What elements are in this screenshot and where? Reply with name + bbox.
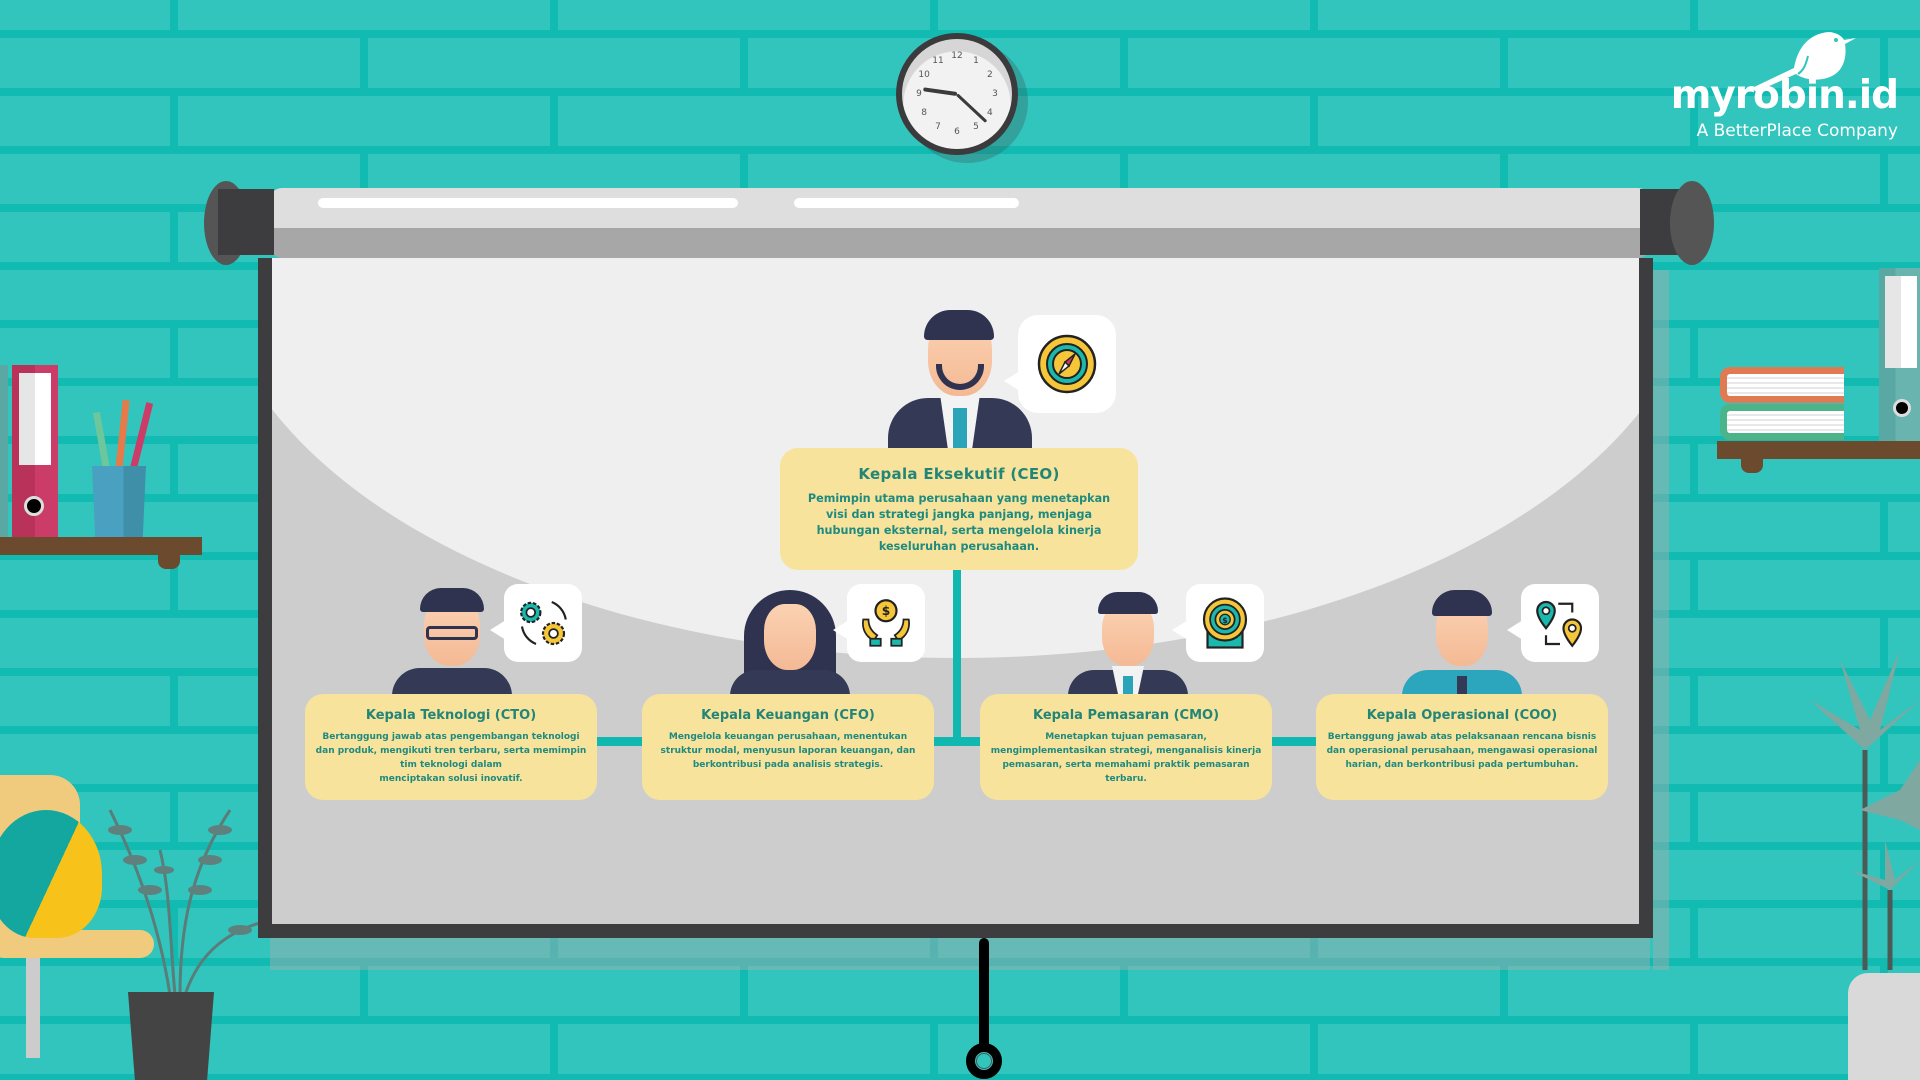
ceo-icon-bubble [1004, 315, 1116, 413]
roller-endcap-left [204, 181, 274, 265]
dracaena-plant-right [1810, 650, 1920, 970]
clock-number: 8 [921, 108, 927, 118]
connector-ceo-trunk [953, 570, 961, 742]
pencil-cup [92, 466, 146, 538]
bird-mascot [0, 810, 102, 938]
coo-description: Bertanggung jawab atas pelaksanaan renca… [1326, 732, 1598, 770]
clock-number: 7 [935, 121, 941, 132]
screen-shadow-side [1653, 270, 1669, 970]
right-shelf-peg [1741, 459, 1763, 473]
cmo-card: Kepala Pemasaran (CMO) Menetapkan tujuan… [980, 694, 1272, 800]
screen-shadow-bottom [270, 938, 1650, 970]
cto-icon-bubble [490, 584, 582, 662]
connector-horizontal-right [1270, 737, 1316, 746]
coo-avatar [1402, 590, 1522, 696]
grey-binder [1879, 268, 1920, 441]
hands-coin-icon: $ [862, 599, 910, 647]
cfo-icon-bubble: $ [833, 584, 925, 662]
roller-highlight [318, 198, 738, 208]
clock-minute-hand [955, 93, 988, 123]
brand-name: myrobin.id [1670, 73, 1899, 118]
screen-pull-cord[interactable] [979, 938, 989, 1056]
roller-body [270, 188, 1650, 258]
compass-icon [1037, 334, 1097, 394]
cmo-icon-bubble: $ [1172, 584, 1264, 662]
ceo-avatar [888, 308, 1032, 450]
cfo-description: Mengelola keuangan perusahaan, menentuka… [660, 732, 916, 770]
cto-avatar [392, 588, 512, 696]
svg-text:$: $ [882, 604, 891, 618]
roller-highlight [794, 198, 1019, 208]
cto-description: Bertanggung jawab atas pengembangan tekn… [315, 732, 587, 784]
book-orange [1720, 367, 1844, 403]
glasses [426, 626, 478, 640]
cto-card: Kepala Teknologi (CTO) Bertanggung jawab… [305, 694, 597, 800]
clock-hour-hand [923, 87, 958, 96]
left-shelf-peg [158, 555, 180, 569]
cfo-card: Kepala Keuangan (CFO) Mengelola keuangan… [642, 694, 934, 800]
chair-base [26, 958, 40, 1058]
fern-plant-left [108, 809, 271, 996]
cmo-description: Menetapkan tujuan pemasaran, mengimpleme… [990, 732, 1262, 784]
cfo-title: Kepala Keuangan (CFO) [701, 708, 875, 723]
clock-number: 1 [973, 56, 979, 67]
clock-number: 9 [916, 89, 922, 99]
ceo-title: Kepala Eksekutif (CEO) [858, 465, 1060, 483]
screen-roller [270, 188, 1650, 258]
connector-horizontal-center [934, 737, 980, 746]
plant-pot-right [1848, 973, 1920, 1080]
clock-number: 4 [987, 108, 993, 118]
gears-icon [520, 600, 567, 646]
cmo-title: Kepala Pemasaran (CMO) [1032, 708, 1220, 723]
clock-number: 2 [987, 70, 993, 80]
teal-binder [0, 365, 8, 537]
book-green [1720, 404, 1844, 440]
cmo-avatar [1068, 592, 1188, 696]
screen-pull-ring[interactable] [966, 1043, 1002, 1079]
clock-number: 5 [973, 121, 979, 132]
coo-icon-bubble [1507, 584, 1599, 662]
clock-number: 11 [932, 56, 944, 67]
roller-endcap-right [1640, 181, 1714, 265]
left-shelf [0, 537, 202, 555]
clock-number: 3 [992, 89, 998, 99]
cfo-avatar [730, 590, 850, 696]
coo-card: Kepala Operasional (COO) Bertanggung jaw… [1316, 694, 1608, 800]
cto-title: Kepala Teknologi (CTO) [365, 708, 537, 723]
clock-number: 12 [951, 51, 963, 61]
right-shelf [1717, 441, 1920, 459]
connector-horizontal-left [596, 737, 642, 746]
svg-text:$: $ [1222, 616, 1227, 625]
coo-title: Kepala Operasional (COO) [1366, 708, 1558, 723]
route-pins-icon [1536, 600, 1583, 648]
robin-bird-icon [1752, 32, 1856, 92]
clock-number: 6 [954, 127, 960, 137]
brand-tagline: A BetterPlace Company [1696, 121, 1898, 141]
brand-logo: myrobin.id A BetterPlace Company [1668, 26, 1899, 142]
ceo-description: Pemimpin utama perusahaan yang menetapka… [807, 492, 1111, 553]
red-binder [12, 365, 58, 537]
clock-number: 10 [918, 70, 930, 80]
plant-pot-left [128, 992, 214, 1080]
target-dollar-icon: $ [1202, 597, 1248, 649]
ceo-card: Kepala Eksekutif (CEO) Pemimpin utama pe… [780, 448, 1138, 570]
